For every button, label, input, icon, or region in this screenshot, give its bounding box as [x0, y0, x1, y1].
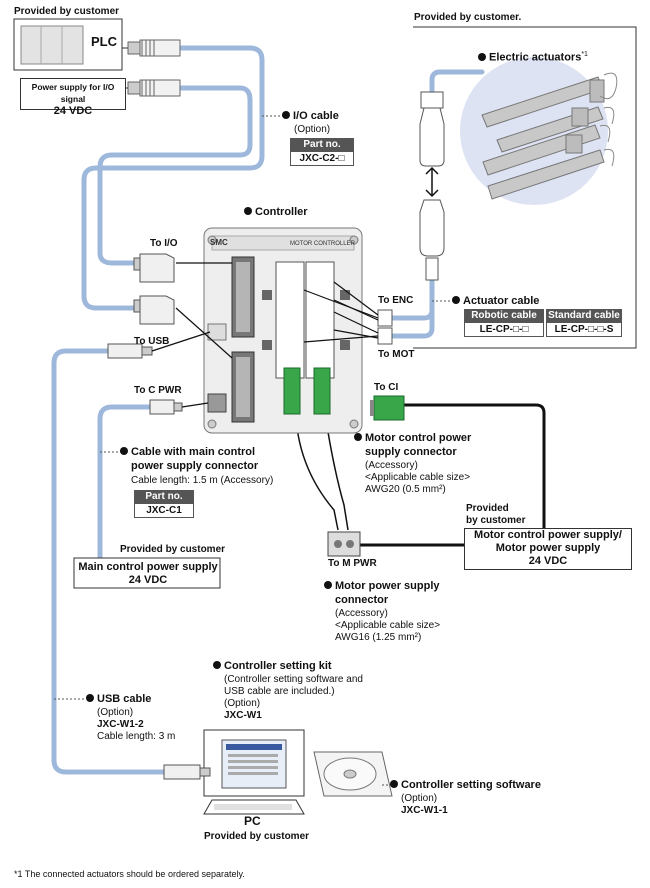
software-option: (Option) [401, 793, 438, 804]
cpwr-plug [149, 399, 183, 415]
software-part: JXC-W1-1 [401, 805, 448, 816]
mpwr-connector [327, 531, 361, 557]
to-ci-label: To CI [374, 382, 399, 393]
usb-cable-part: JXC-W1-2 [97, 719, 144, 730]
usb-plug-controller [107, 343, 153, 359]
setting-kit-part: JXC-W1 [224, 710, 262, 721]
main-supply-provided: Provided by customer [120, 544, 226, 555]
software-title: Controller setting software [390, 779, 541, 792]
robotic-cable-value: LE-CP-□-□ [464, 322, 544, 337]
to-enc-label: To ENC [378, 295, 414, 306]
plc-image [20, 25, 84, 65]
motor-supply-line-3: 24 VDC [528, 555, 568, 567]
io-cable-title-text: I/O cable [293, 110, 339, 122]
io-cable-option: (Option) [294, 124, 331, 135]
motor-ctrl-conn-size-value: AWG20 (0.5 mm²) [365, 484, 446, 495]
motor-pwr-conn-title-1: Motor power supply [335, 580, 440, 592]
electric-actuators-label: Electric actuators [489, 51, 582, 64]
to-io-label: To I/O [150, 238, 178, 249]
usb-cable-length: Cable length: 3 m [97, 731, 176, 742]
controller-brand: SMC [210, 238, 228, 247]
robotic-cable-head: Robotic cable [464, 309, 544, 322]
connect-arrow [425, 166, 439, 198]
plc-label: PLC [91, 34, 117, 49]
motor-supply-box: Motor control power supply/ Motor power … [464, 528, 632, 570]
motor-pwr-conn-title-2: connector [335, 594, 389, 606]
software-title-text: Controller setting software [401, 779, 541, 791]
usb-cable-title: USB cable [86, 693, 151, 706]
controller-title-text: Controller [255, 206, 308, 218]
to-mot-label: To MOT [378, 349, 415, 360]
enc-mot-wires [303, 281, 379, 343]
footnote: *1 The connected actuators should be ord… [14, 869, 245, 879]
setting-kit-desc-1: (Controller setting software and [224, 674, 363, 685]
io-cable-part-value: JXC-C2-□ [290, 151, 354, 166]
standard-cable-value: LE-CP-□-□-S [546, 322, 622, 337]
usb-cable-option: (Option) [97, 707, 134, 718]
electric-actuators-image [481, 76, 605, 200]
motor-ctrl-conn-title: Motor control power [354, 432, 471, 445]
io-cable-title: I/O cable [282, 110, 339, 123]
motor-pwr-conn-accessory: (Accessory) [335, 608, 388, 619]
plc-cable-connectors [127, 39, 181, 97]
pc-label: PC [244, 814, 261, 828]
standard-cable-head: Standard cable [546, 309, 622, 322]
motor-pwr-conn-size-value: AWG16 (1.25 mm²) [335, 632, 422, 643]
actuator-cable-loops [599, 72, 618, 167]
actuator-connector-plugs [419, 91, 445, 281]
main-supply-frame [73, 557, 221, 589]
ci-connector [370, 395, 405, 421]
io-supply-voltage: 24 VDC [53, 105, 93, 117]
to-m-pwr-label: To M PWR [328, 558, 377, 569]
setting-kit-desc-2: USB cable are included.) [224, 686, 335, 697]
usb-plug-pc [163, 764, 211, 780]
motor-ctrl-conn-title-1: Motor control power [365, 432, 472, 444]
motor-supply-line-1: Motor control power supply/ [474, 529, 622, 541]
setting-kit-title: Controller setting kit [213, 660, 332, 673]
main-supply-line-2: 24 VDC [128, 574, 168, 586]
main-cable-title-1: Cable with main control [131, 446, 256, 458]
main-cable-part-head: Part no. [134, 490, 194, 503]
main-cable-title-2: power supply connector [131, 460, 259, 472]
motor-power-wires [295, 417, 349, 531]
motor-pwr-conn-title: Motor power supply [324, 580, 440, 593]
main-supply-line-1: Main control power supply [78, 561, 218, 573]
motor-supply-provided-1: Provided [466, 503, 509, 514]
actuator-cable-title: Actuator cable [452, 295, 539, 308]
actuator-provided-label: Provided by customer. [414, 12, 522, 23]
controller-panel-label: MOTOR CONTROLLER [290, 241, 355, 247]
usb-cable-title-text: USB cable [97, 693, 152, 705]
port-leader-arrows [151, 262, 233, 408]
controller-title: Controller [244, 206, 308, 219]
pc-illustration [203, 729, 305, 815]
blue-cables [51, 45, 485, 775]
io-connectors [133, 253, 175, 325]
motor-supply-provided-2: by customer [466, 515, 526, 526]
software-cd [313, 751, 393, 797]
plc-provided-label: Provided by customer [14, 6, 120, 17]
setting-kit-title-text: Controller setting kit [224, 660, 332, 672]
setting-kit-option: (Option) [224, 698, 261, 709]
motor-pwr-conn-size-label: <Applicable cable size> [335, 620, 441, 631]
main-cable-part-value: JXC-C1 [134, 503, 194, 518]
controller-unit [203, 227, 363, 434]
io-supply-label: Power supply for I/O signal [31, 82, 115, 104]
main-cable-length: Cable length: 1.5 m (Accessory) [131, 475, 274, 486]
actuator-note-mark: *1 [581, 51, 588, 58]
main-cable-title: Cable with main control [120, 446, 255, 459]
motor-supply-line-2: Motor power supply [495, 542, 601, 554]
io-supply-box: Power supply for I/O signal 24 VDC [20, 78, 126, 117]
motor-ctrl-conn-size-label: <Applicable cable size> [365, 472, 471, 483]
electric-actuators-title: Electric actuators*1 [478, 48, 588, 65]
enc-mot-plugs [377, 309, 393, 345]
pc-provided-label: Provided by customer [204, 831, 310, 842]
io-cable-part-head: Part no. [290, 138, 354, 151]
actuator-area-frame [413, 26, 637, 349]
to-c-pwr-label: To C PWR [134, 385, 182, 396]
motor-ctrl-conn-title-2: supply connector [365, 446, 457, 458]
actuator-cable-title-text: Actuator cable [463, 295, 540, 307]
to-usb-label: To USB [134, 336, 170, 347]
motor-ctrl-conn-accessory: (Accessory) [365, 460, 418, 471]
